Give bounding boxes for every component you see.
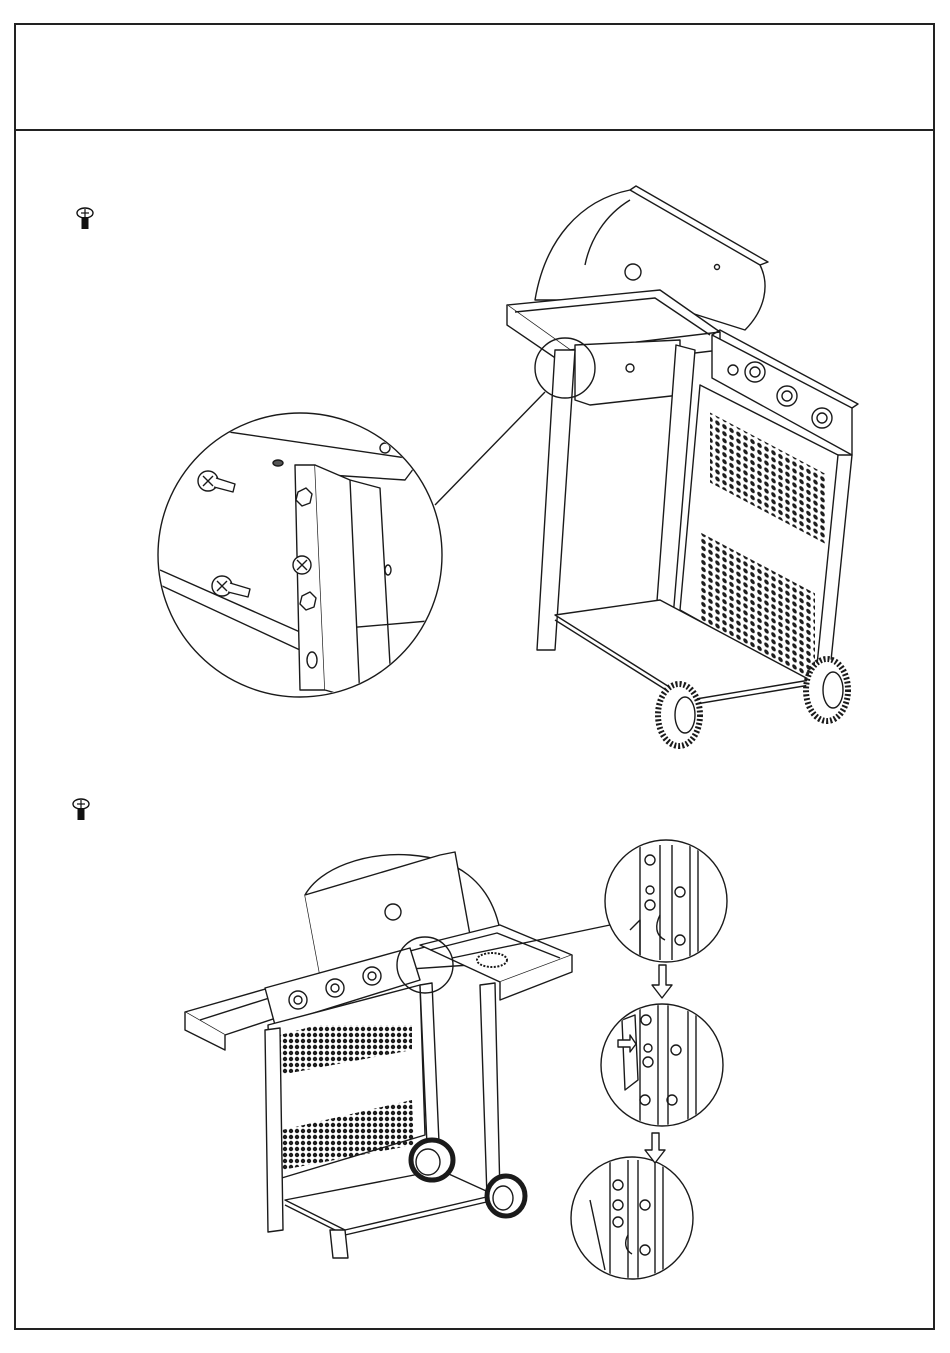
hook-detail-step-1 — [605, 840, 727, 962]
wheel — [487, 1176, 525, 1216]
hook-detail-step-2 — [601, 1004, 723, 1126]
down-arrow-icon — [652, 965, 672, 998]
wheel — [411, 1140, 453, 1180]
hook-detail-step-3 — [571, 1157, 693, 1280]
